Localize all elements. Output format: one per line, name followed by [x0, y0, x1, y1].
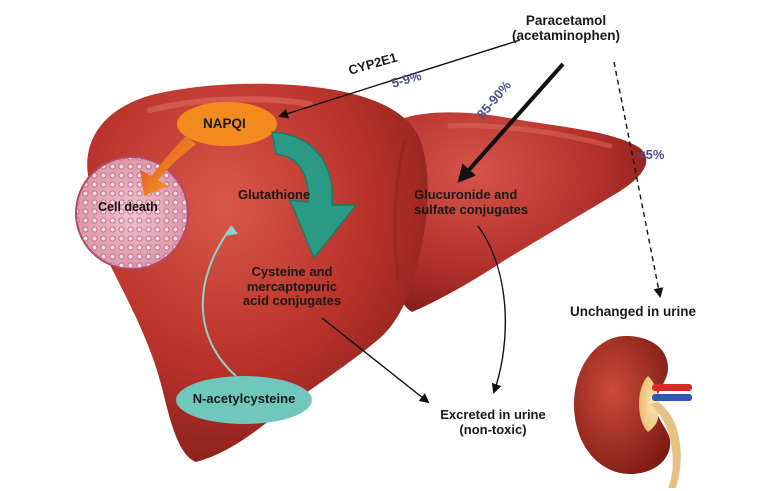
- cell-death-label: Cell death: [98, 200, 158, 214]
- excreted-label: Excreted in urine (non-toxic): [418, 407, 568, 437]
- glucuronide-label: Glucuronide and sulfate conjugates: [414, 187, 529, 217]
- paracetamol-name: Paracetamol: [525, 13, 607, 28]
- napqi-label: NAPQI: [203, 116, 246, 131]
- nac-ellipse: [176, 376, 312, 424]
- glutathione-arrow: [271, 131, 358, 260]
- liver-right-lobe: [381, 112, 647, 312]
- paracetamol-label: Paracetamol (acetaminophen): [498, 13, 634, 43]
- glucuronide-to-excreted-arrow: [477, 225, 507, 394]
- cysteine-to-excreted-arrow: [321, 317, 430, 404]
- minor-percent: <5%: [638, 147, 665, 162]
- napqi-to-cell-death-arrow: [140, 136, 196, 196]
- napqi-ellipse: [177, 102, 277, 146]
- cysteine-line3: acid conjugates: [242, 293, 342, 309]
- unchanged-label: Unchanged in urine: [570, 304, 697, 319]
- excreted-line1: Excreted in urine: [440, 407, 546, 422]
- unchanged-pathway-arrow: [613, 61, 664, 298]
- cysteine-line2: mercaptopuric: [246, 278, 338, 294]
- glutathione-label: Glutathione: [238, 187, 311, 202]
- major-pathway-arrow: [457, 62, 565, 183]
- glucuronide-line2: sulfate conjugates: [414, 201, 529, 217]
- excreted-line2: (non-toxic): [459, 421, 527, 437]
- cysteine-label: Cysteine and mercaptopuric acid conjugat…: [232, 264, 352, 309]
- nac-to-glutathione-arrow: [201, 225, 237, 377]
- cyp2e1-pathway-arrow: [278, 39, 521, 119]
- glucuronide-line1: Glucuronide and: [414, 187, 518, 202]
- nac-label: N-acetylcysteine: [192, 391, 296, 406]
- kidney: [574, 336, 692, 488]
- cysteine-line1: Cysteine and: [251, 264, 333, 279]
- paracetamol-alt-name: (acetaminophen): [511, 28, 620, 44]
